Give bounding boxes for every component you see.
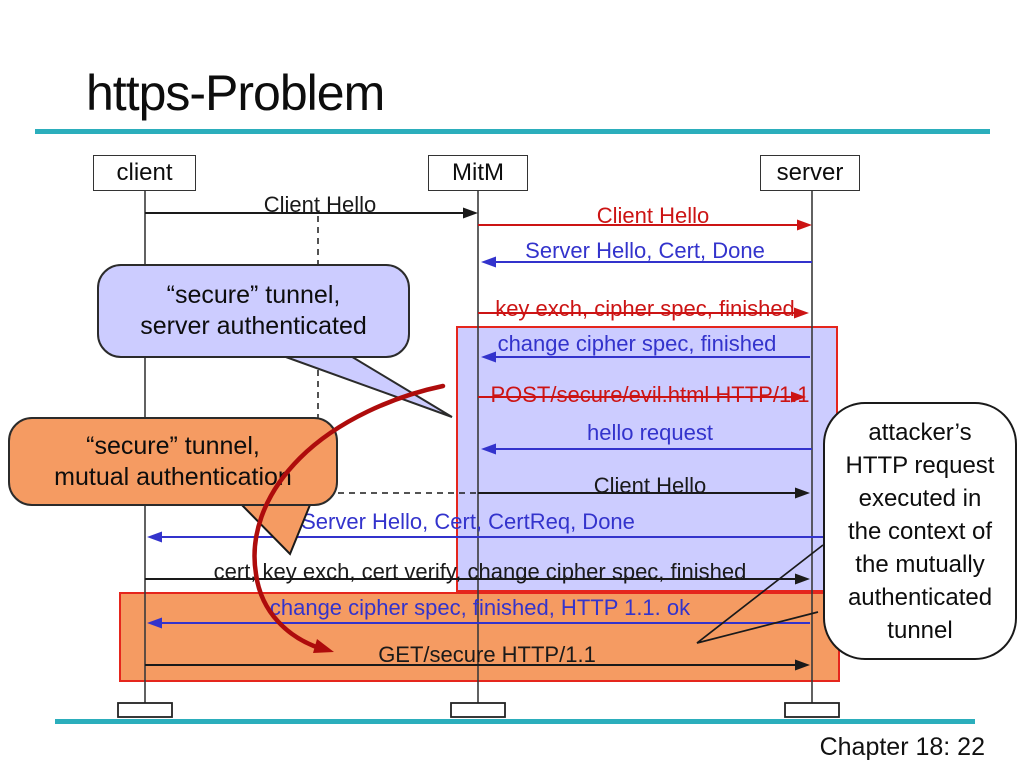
bubble-line: the mutually <box>855 550 985 578</box>
bubble-line: tunnel <box>887 616 953 644</box>
message-label: Client Hello <box>263 192 377 217</box>
message-label: Client Hello <box>596 203 710 228</box>
message-label: Server Hello, Cert, CertReq, Done <box>301 509 635 534</box>
bubble-line: “secure” tunnel, <box>86 431 260 460</box>
actor-server: server <box>760 155 860 191</box>
actor-server-label: server <box>776 159 844 186</box>
bubble-line: mutual authentication <box>54 462 292 491</box>
title-divider-line <box>35 129 990 134</box>
page-number: Chapter 18: 22 <box>819 733 985 761</box>
message-label: hello request <box>587 420 713 445</box>
message-label: Server Hello, Cert, Done <box>525 238 765 263</box>
bubble-line: server authenticated <box>140 312 367 340</box>
actor-client-label: client <box>116 159 173 186</box>
actor-mitm-label: MitM <box>452 159 504 186</box>
bubble-line: authenticated <box>847 583 993 611</box>
bubble-line: “secure” tunnel, <box>166 281 341 309</box>
actor-mitm: MitM <box>428 155 528 191</box>
message-label: GET/secure HTTP/1.1 <box>378 642 596 667</box>
secure-tunnel-mutual-auth-bubble: “secure” tunnel, mutual authentication <box>8 417 338 506</box>
message-label: Client Hello <box>593 473 707 498</box>
secure-tunnel-server-auth-bubble: “secure” tunnel, server authenticated <box>97 264 410 358</box>
message-label: key exch, cipher spec, finished <box>495 296 795 321</box>
slide-title: https-Problem <box>86 64 385 121</box>
bubble-line: attacker’s <box>868 418 972 446</box>
actor-client: client <box>93 155 196 191</box>
message-label: change cipher spec, finished, HTTP 1.1. … <box>269 595 691 620</box>
message-label: cert, key exch, cert verify, change ciph… <box>213 559 747 584</box>
message-label: POST/secure/evil.html HTTP/1.1 <box>490 382 810 407</box>
footer-divider-line <box>55 719 975 724</box>
bubble-line: the context of <box>847 517 993 545</box>
attacker-note-bubble: attacker’s HTTP request executed in the … <box>823 402 1017 660</box>
message-label: change cipher spec, finished <box>497 331 777 356</box>
bubble-line: executed in <box>858 484 982 512</box>
bubble-line: HTTP request <box>845 451 995 479</box>
